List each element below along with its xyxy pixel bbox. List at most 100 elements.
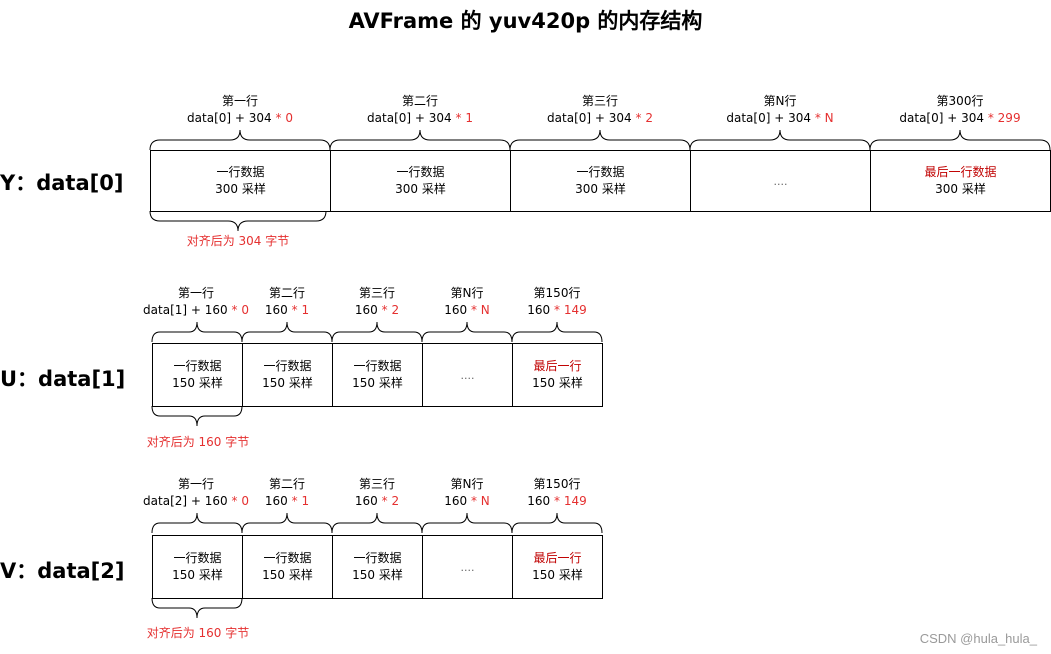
v-row-expr: 160 bbox=[527, 494, 551, 508]
y-alignment-note: 对齐后为 304 字节 bbox=[186, 234, 290, 248]
u-row-name: 第三行 bbox=[358, 286, 395, 300]
v-row-header: 第N行 160 * N bbox=[422, 476, 512, 510]
u-header-brace bbox=[511, 321, 603, 343]
v-row-expr: 160 bbox=[264, 494, 288, 508]
u-header-brace bbox=[331, 321, 423, 343]
y-row-expr: data[0] + 304 bbox=[367, 111, 452, 125]
y-row-name: 第三行 bbox=[581, 94, 618, 108]
v-row-header: 第一行 data[2] + 160 * 0 bbox=[140, 476, 252, 510]
u-row-expr: 160 bbox=[264, 303, 288, 317]
v-row-header: 第二行 160 * 1 bbox=[242, 476, 332, 510]
u-row-header: 第三行 160 * 2 bbox=[332, 285, 422, 319]
u-row-mult: * N bbox=[470, 303, 490, 317]
y-row-mult: * N bbox=[814, 111, 834, 125]
u-plane-label: U：data[1] bbox=[0, 367, 126, 391]
y-row-mult: * 1 bbox=[455, 111, 473, 125]
y-header-brace bbox=[509, 129, 691, 151]
y-header-brace bbox=[149, 129, 331, 151]
v-header-brace bbox=[241, 512, 333, 534]
v-row-mult: * 2 bbox=[381, 494, 400, 508]
v-row-mult: * 149 bbox=[554, 494, 587, 508]
u-row-mult: * 1 bbox=[291, 303, 310, 317]
u-row-header: 第二行 160 * 1 bbox=[242, 285, 332, 319]
y-row-header: 第300行 data[0] + 304 * 299 bbox=[870, 93, 1050, 127]
diagram-title: AVFrame 的 yuv420p 的内存结构 bbox=[348, 9, 703, 33]
v-row-expr: 160 bbox=[354, 494, 378, 508]
u-row-name: 第一行 bbox=[177, 286, 214, 300]
v-header-brace bbox=[421, 512, 513, 534]
u-alignment-note: 对齐后为 160 字节 bbox=[146, 435, 250, 449]
v-header-brace bbox=[151, 512, 243, 534]
u-row-expr: 160 bbox=[444, 303, 468, 317]
u-row-header: 第150行 160 * 149 bbox=[512, 285, 602, 319]
y-row-cell-ellipsis: .... bbox=[690, 150, 871, 212]
v-row-cell-ellipsis: .... bbox=[422, 535, 513, 599]
u-row-cell-ellipsis: .... bbox=[422, 343, 513, 407]
y-row-header: 第二行 data[0] + 304 * 1 bbox=[330, 93, 510, 127]
u-alignment-brace bbox=[151, 405, 243, 427]
u-header-brace bbox=[241, 321, 333, 343]
y-row-expr: data[0] + 304 bbox=[187, 111, 272, 125]
y-row-expr: data[0] + 304 bbox=[547, 111, 632, 125]
v-alignment-brace bbox=[151, 597, 243, 619]
v-alignment-note: 对齐后为 160 字节 bbox=[146, 626, 250, 640]
v-row-name: 第N行 bbox=[450, 477, 484, 491]
v-row-mult: * 0 bbox=[231, 494, 249, 508]
v-row-expr: 160 bbox=[444, 494, 468, 508]
y-row-mult: * 0 bbox=[275, 111, 293, 125]
u-row-expr: data[1] + 160 bbox=[143, 303, 228, 317]
v-header-brace bbox=[331, 512, 423, 534]
u-row-mult: * 2 bbox=[381, 303, 400, 317]
y-row-mult: * 299 bbox=[987, 111, 1021, 125]
v-row-name: 第一行 bbox=[177, 477, 214, 491]
v-header-brace bbox=[511, 512, 603, 534]
v-row-expr: data[2] + 160 bbox=[143, 494, 228, 508]
y-row-name: 第300行 bbox=[936, 94, 984, 108]
y-row-header: 第一行 data[0] + 304 * 0 bbox=[150, 93, 330, 127]
u-row-header: 第N行 160 * N bbox=[422, 285, 512, 319]
v-plane-label: V：data[2] bbox=[0, 559, 125, 583]
u-row-header: 第一行 data[1] + 160 * 0 bbox=[140, 285, 252, 319]
v-row-name: 第二行 bbox=[268, 477, 305, 491]
y-plane-label: Y：data[0] bbox=[0, 171, 124, 195]
v-row-name: 第三行 bbox=[358, 477, 395, 491]
v-row-mult: * 1 bbox=[291, 494, 310, 508]
y-row-name: 第一行 bbox=[221, 94, 258, 108]
u-row-name: 第150行 bbox=[533, 286, 581, 300]
v-row-mult: * N bbox=[470, 494, 490, 508]
u-row-name: 第N行 bbox=[450, 286, 484, 300]
y-row-mult: * 2 bbox=[635, 111, 653, 125]
y-header-brace bbox=[329, 129, 511, 151]
u-header-brace bbox=[421, 321, 513, 343]
u-header-brace bbox=[151, 321, 243, 343]
y-row-name: 第二行 bbox=[401, 94, 438, 108]
y-row-header: 第三行 data[0] + 304 * 2 bbox=[510, 93, 690, 127]
y-row-header: 第N行 data[0] + 304 * N bbox=[690, 93, 870, 127]
v-row-header: 第150行 160 * 149 bbox=[512, 476, 602, 510]
y-row-expr: data[0] + 304 bbox=[726, 111, 811, 125]
u-row-name: 第二行 bbox=[268, 286, 305, 300]
v-row-header: 第三行 160 * 2 bbox=[332, 476, 422, 510]
v-row-name: 第150行 bbox=[533, 477, 581, 491]
y-row-name: 第N行 bbox=[763, 94, 797, 108]
u-row-mult: * 149 bbox=[554, 303, 587, 317]
watermark: CSDN @hula_hula_ bbox=[919, 631, 1037, 646]
y-alignment-brace bbox=[149, 210, 327, 232]
y-header-brace bbox=[869, 129, 1051, 151]
u-row-mult: * 0 bbox=[231, 303, 249, 317]
u-row-expr: 160 bbox=[354, 303, 378, 317]
y-row-expr: data[0] + 304 bbox=[899, 111, 985, 125]
y-header-brace bbox=[689, 129, 871, 151]
